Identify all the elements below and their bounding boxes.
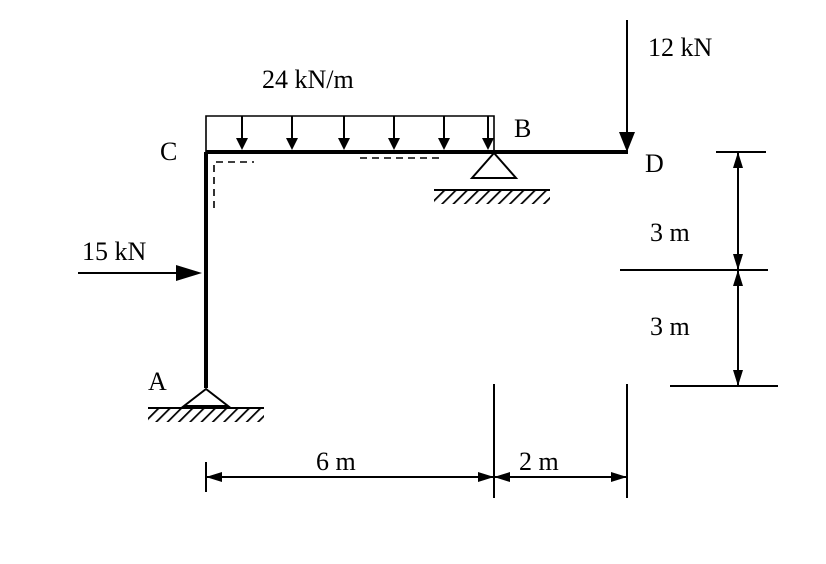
support-b <box>434 151 550 204</box>
horizontal-dimensions <box>205 384 628 498</box>
horizontal-load-arrow <box>78 265 202 281</box>
node-label-b: B <box>514 114 531 143</box>
node-label-c: C <box>160 137 177 166</box>
load-label-distributed: 24 kN/m <box>262 65 354 94</box>
vertical-dimensions <box>620 151 778 387</box>
point-load-arrow <box>619 20 635 152</box>
load-label-point: 12 kN <box>648 33 713 62</box>
node-label-d: D <box>645 149 664 178</box>
dashed-fibre-c <box>213 161 254 208</box>
dimension-label-2m: 2 m <box>519 447 559 476</box>
support-a <box>148 387 264 422</box>
dimension-label-lower: 3 m <box>650 312 690 341</box>
dimension-label-upper: 3 m <box>650 218 690 247</box>
load-label-horizontal: 15 kN <box>82 237 147 266</box>
dimension-label-6m: 6 m <box>316 447 356 476</box>
node-label-a: A <box>148 367 167 396</box>
distributed-load <box>205 115 495 152</box>
